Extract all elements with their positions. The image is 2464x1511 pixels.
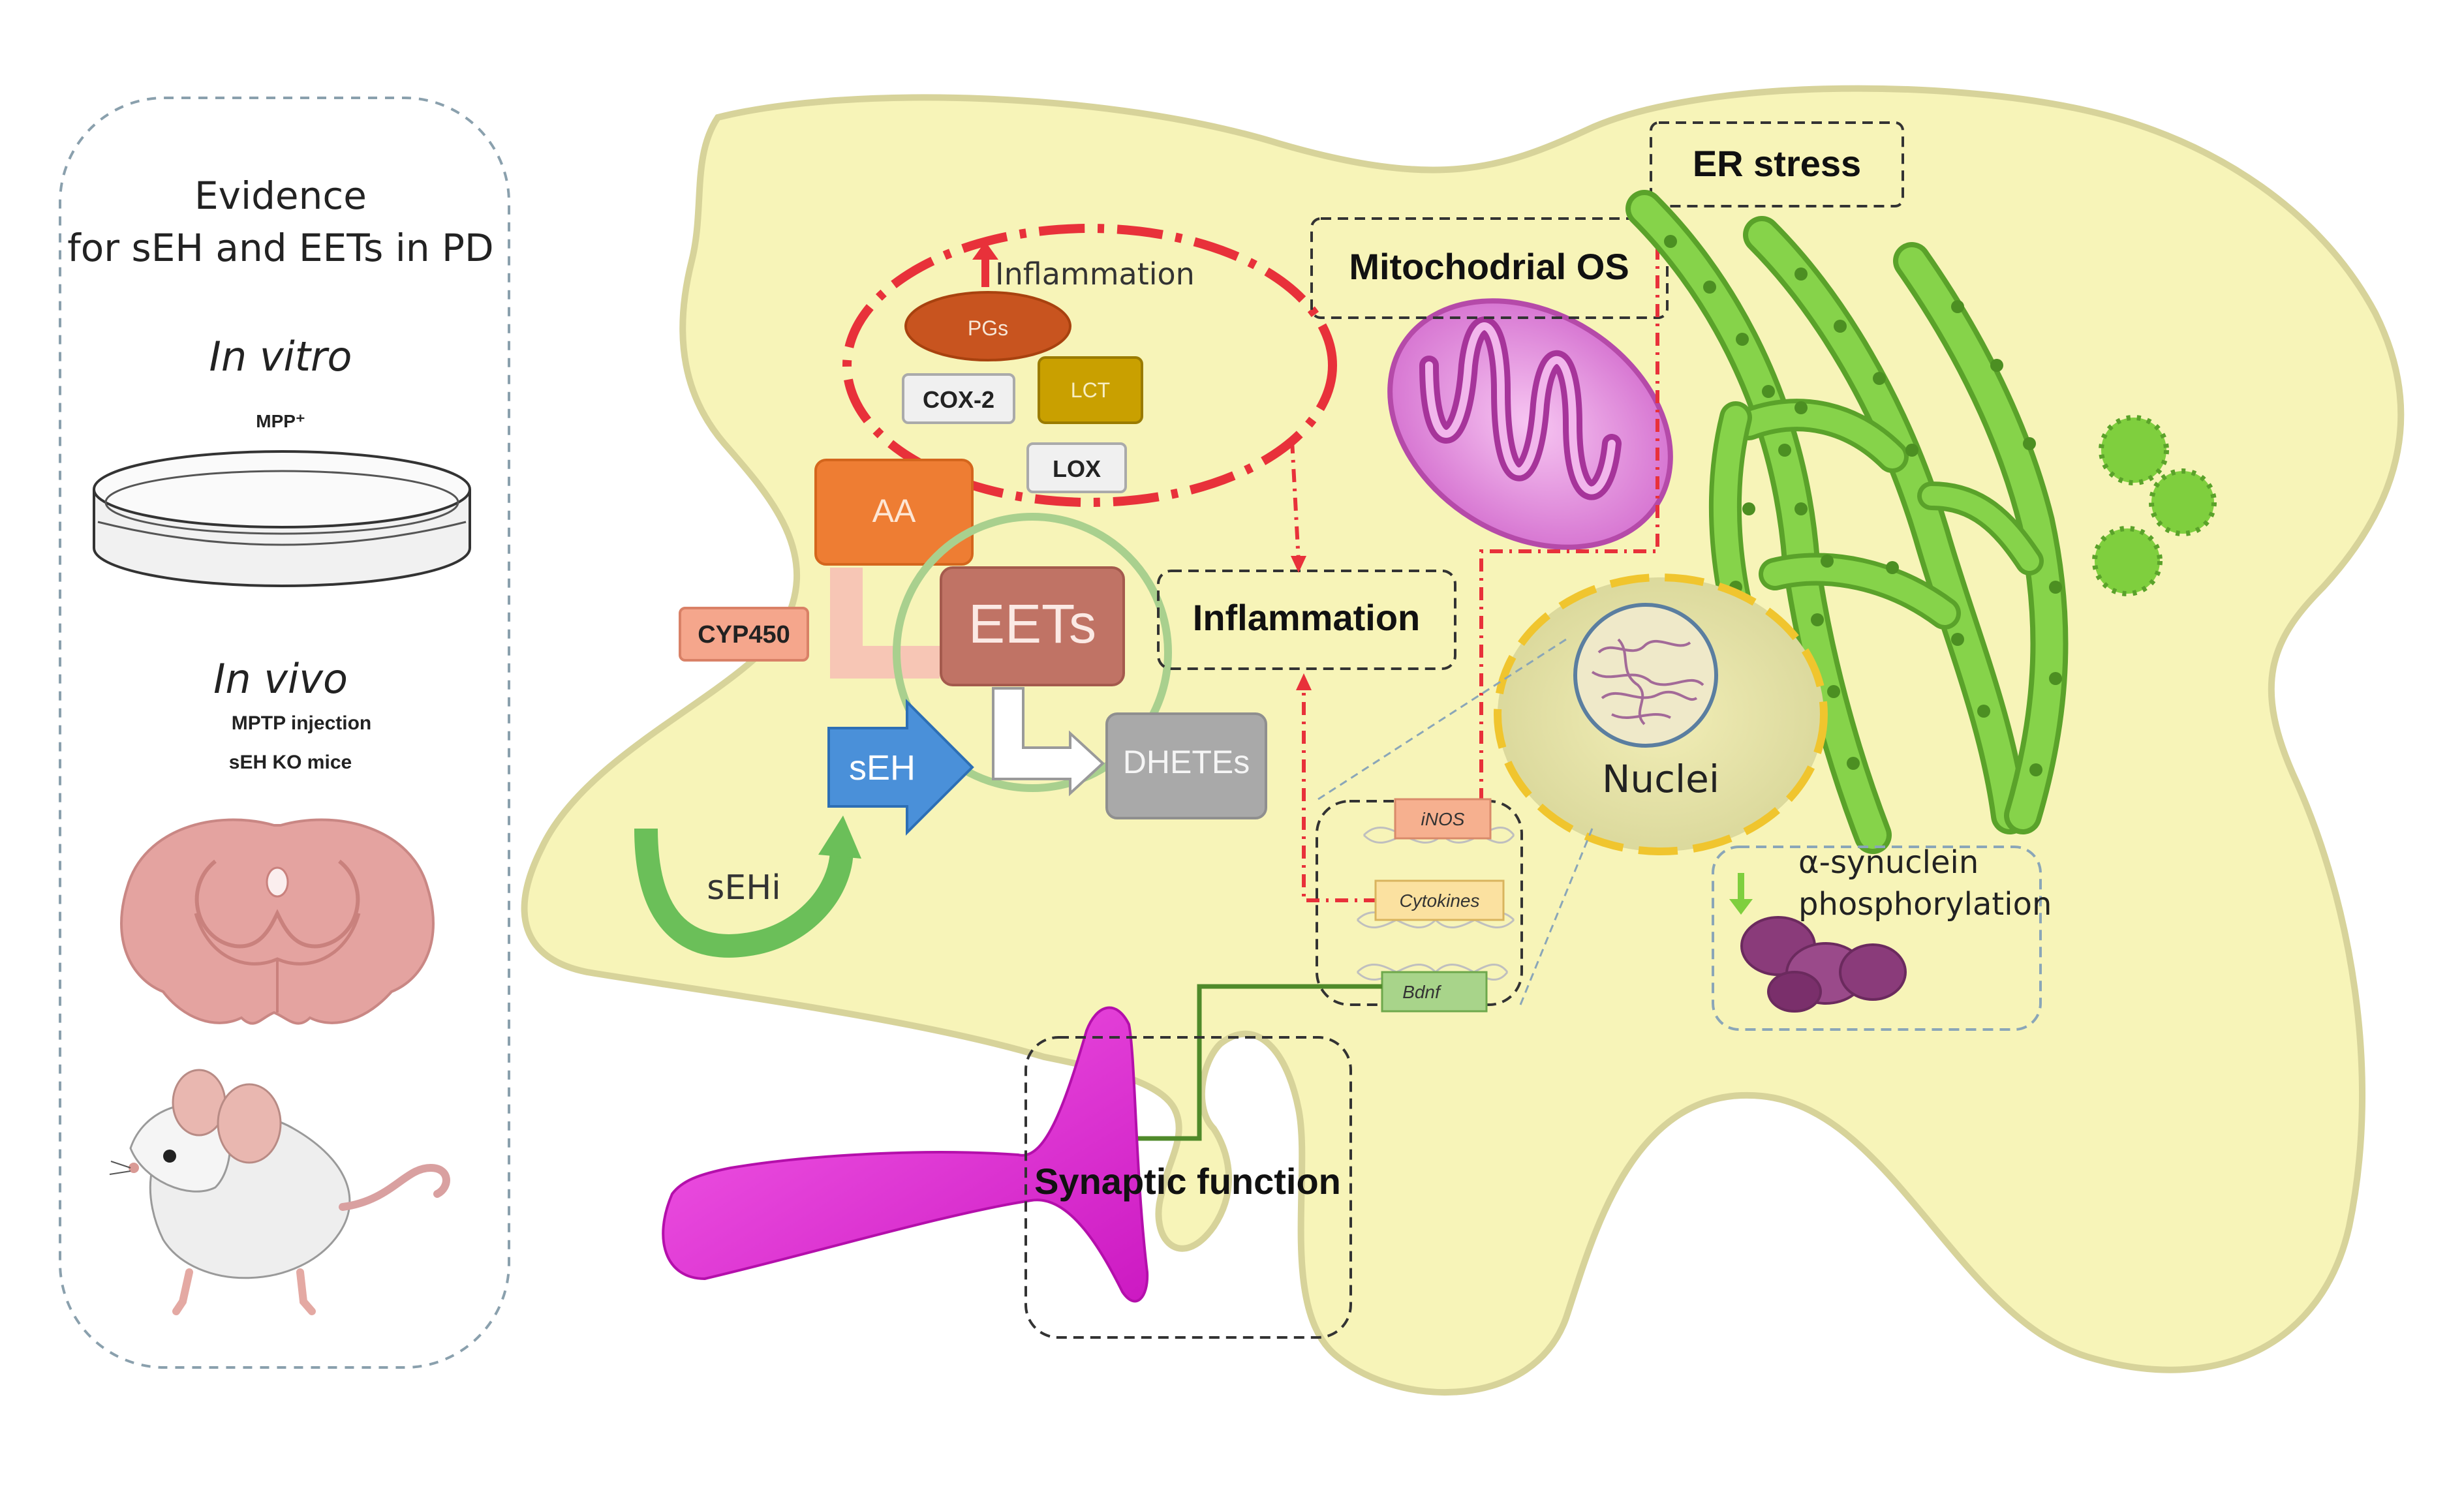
synuclein-label-line2: phosphorylation: [1798, 886, 2052, 923]
in-vivo-label: In vivo: [213, 655, 348, 703]
synuclein-label-line1: α-synuclein: [1798, 844, 1979, 881]
lct-node: [1038, 356, 1143, 424]
cyp450-node: [679, 607, 809, 662]
bdnf-node: [1381, 971, 1488, 1013]
sehi-curved-arrow: [634, 828, 854, 958]
zoom-line-bottom: [1519, 828, 1594, 1005]
cyp450-label: CYP450: [698, 621, 790, 649]
down-arrow-head: [1729, 899, 1753, 915]
seh-ko-label: sEH KO mice: [229, 752, 352, 773]
ellipse-to-inflammation-link: [1290, 440, 1301, 562]
cytokines-node: [1374, 879, 1505, 921]
nuclei-label: Nuclei: [1602, 757, 1719, 801]
er-stress-label: ER stress: [1693, 143, 1861, 184]
cox2-label: COX-2: [923, 386, 994, 413]
synaptic-label: Synaptic function: [1034, 1161, 1341, 1202]
mitochondria: [1387, 298, 1673, 550]
zoom-line-top: [1317, 638, 1567, 801]
lox-label: LOX: [1053, 455, 1101, 482]
lct-label: LCT: [1071, 378, 1110, 402]
inos-to-er-link: [1479, 215, 1659, 801]
eets-highlight-circle: [893, 513, 1172, 792]
eets-to-dhetes-arrow: [992, 687, 1105, 797]
chromatin: [1591, 638, 1704, 725]
ellipse-to-inflammation-arrowhead: [1291, 556, 1306, 573]
eets-node: [940, 566, 1125, 686]
cytokines-label: Cytokines: [1400, 891, 1480, 911]
sehi-label: sEHi: [707, 868, 781, 908]
mpp-label: MPP⁺: [256, 411, 305, 431]
nucleus: Nuclei: [1494, 573, 1828, 855]
evidence-panel-border: [59, 97, 510, 1369]
dhetes-label: DHETEs: [1123, 744, 1250, 780]
synaptic-box: [1024, 1036, 1352, 1339]
up-arrow-head: [972, 241, 998, 260]
bdnf-label: Bdnf: [1402, 982, 1442, 1002]
mptp-label: MPTP injection: [232, 712, 371, 734]
vesicles: [2092, 415, 2217, 596]
seh-arrow: [827, 699, 974, 836]
pgs-label: PGs: [968, 316, 1008, 340]
panel-title-line1: Evidence: [194, 174, 367, 218]
aa-node: [814, 459, 974, 566]
panel-title-line2: for sEH and EETs in PD: [67, 226, 493, 270]
cox2-node: [902, 373, 1015, 424]
cytokines-to-inflammation-arrowhead: [1296, 673, 1312, 690]
endoplasmic-reticulum: [1625, 190, 2069, 854]
eets-label: EETs: [968, 593, 1096, 654]
brain-section-icon: [120, 818, 435, 1025]
in-vitro-label: In vitro: [209, 333, 352, 380]
mitochondria-cristae-highlight: [1425, 322, 1616, 495]
seh-label: sEH: [849, 748, 916, 787]
pgs-node: [904, 291, 1071, 361]
aa-to-eets-arrow: [830, 568, 940, 679]
synapse-terminal: [662, 1006, 1149, 1303]
mito-os-label: Mitochodrial OS: [1349, 246, 1629, 287]
inflammation-box: [1157, 570, 1456, 670]
inos-node: [1394, 798, 1492, 840]
petri-dish-icon: [93, 450, 471, 587]
aa-label: AA: [872, 493, 916, 529]
lox-node: [1026, 442, 1127, 493]
synuclein-aggregate-icon: [1740, 916, 1907, 1013]
mouse-icon: [109, 1069, 450, 1315]
sehi-arrow-head: [818, 816, 861, 859]
evidence-panel: Evidence for sEH and EETs in PD In vitro…: [59, 97, 510, 1369]
inflammation-region-outline: [842, 224, 1337, 507]
inflammation-box-label: Inflammation: [1193, 597, 1420, 638]
synuclein-box: [1712, 846, 2042, 1031]
nucleolus: [1573, 603, 1718, 748]
inflammation-top-label: Inflammation: [995, 256, 1195, 292]
mito-os-box: [1310, 217, 1669, 319]
inos-label: iNOS: [1421, 809, 1465, 829]
dhetes-node: [1105, 712, 1267, 819]
bdnf-to-synapse-link: [1126, 984, 1382, 1141]
er-stress-box: [1650, 121, 1904, 207]
